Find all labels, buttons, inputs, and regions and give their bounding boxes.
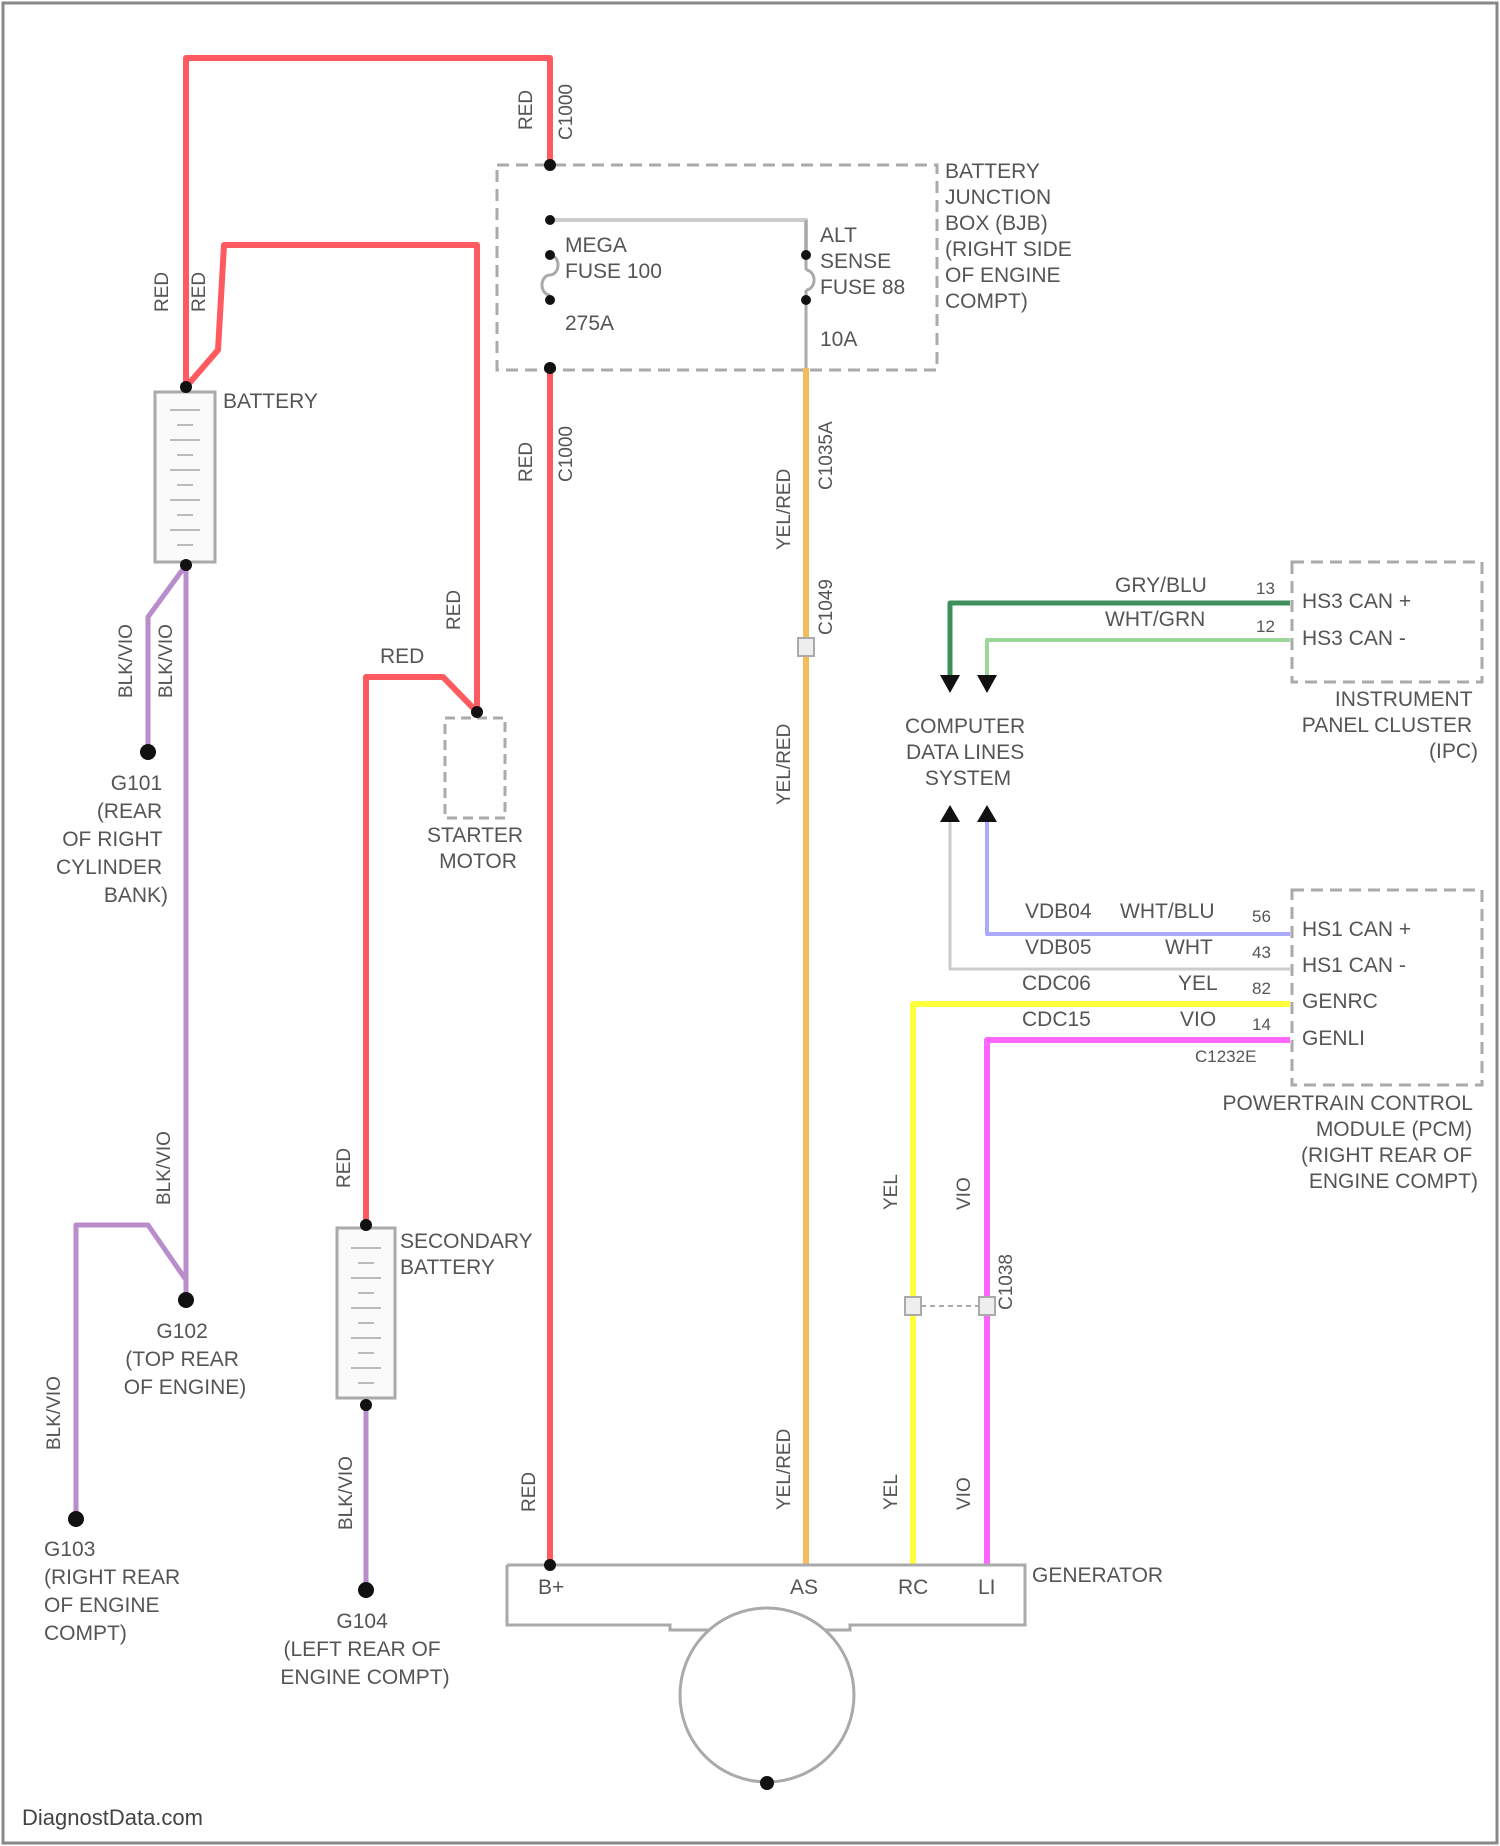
circuit-vdb05: VDB05 xyxy=(1025,936,1092,959)
wire-label-blkvio-2: BLK/VIO xyxy=(156,624,177,698)
wire-label-yel-pcm: YEL xyxy=(1178,972,1218,995)
pcm-pin-56-name: HS1 CAN + xyxy=(1302,918,1411,941)
generator-terminal-li: LI xyxy=(978,1576,996,1599)
alt-sense-fuse-rating: 10A xyxy=(820,328,857,351)
wire-label-blkvio-4: BLK/VIO xyxy=(44,1376,65,1450)
pcm-pin-82-name: GENRC xyxy=(1302,990,1378,1013)
circuit-cdc15: CDC15 xyxy=(1022,1008,1091,1031)
generator-terminal-rc: RC xyxy=(898,1576,928,1599)
secondary-battery-symbol xyxy=(337,1228,395,1398)
wire-label-yel-2: YEL xyxy=(881,1474,902,1510)
generator-terminal-bplus: B+ xyxy=(538,1576,564,1599)
wire-label-yelred-1: YEL/RED xyxy=(774,469,795,550)
pcm-pin-56-num: 56 xyxy=(1252,907,1271,926)
ipc-pin-13-name: HS3 CAN + xyxy=(1302,590,1411,613)
wire-label-wht-blu: WHT/BLU xyxy=(1120,900,1215,923)
ground-g101-dot xyxy=(140,744,156,760)
battery-symbol xyxy=(155,392,215,562)
pcm-pin-43-num: 43 xyxy=(1252,943,1271,962)
pcm-pin-82-num: 82 xyxy=(1252,979,1271,998)
wire-label-red-1: RED xyxy=(152,272,173,312)
generator-label: GENERATOR xyxy=(1032,1564,1163,1587)
pcm-pin-14-num: 14 xyxy=(1252,1015,1271,1034)
wire-label-red-7: RED xyxy=(334,1148,355,1188)
wire-label-blkvio-5: BLK/VIO xyxy=(336,1456,357,1530)
ipc-pin-13-num: 13 xyxy=(1256,579,1275,598)
wire-label-wht: WHT xyxy=(1165,936,1213,959)
battery-label: BATTERY xyxy=(223,390,318,413)
wire-label-blkvio-3: BLK/VIO xyxy=(154,1131,175,1205)
pcm-pin-14-name: GENLI xyxy=(1302,1027,1365,1050)
connector-c1038: C1038 xyxy=(996,1254,1017,1310)
wire-label-vio-1: VIO xyxy=(954,1177,975,1210)
wire-label-red-2: RED xyxy=(189,272,210,312)
wire-label-yel-1: YEL xyxy=(881,1174,902,1210)
wire-label-red-4: RED xyxy=(516,442,537,482)
mega-fuse-rating: 275A xyxy=(565,312,614,335)
circuit-vdb04: VDB04 xyxy=(1025,900,1092,923)
wire-label-red-5: RED xyxy=(444,590,465,630)
wire-label-vio-pcm: VIO xyxy=(1180,1008,1216,1031)
wire-label-wht-grn: WHT/GRN xyxy=(1105,608,1205,631)
wire-label-gry-blu: GRY/BLU xyxy=(1115,574,1207,597)
wire-label-red-3: RED xyxy=(516,90,537,130)
circuit-cdc06: CDC06 xyxy=(1022,972,1091,995)
ground-g104-dot xyxy=(358,1582,374,1598)
connector-c1232e: C1232E xyxy=(1195,1047,1256,1066)
wire-label-vio-2: VIO xyxy=(954,1477,975,1510)
wire-label-red-6: RED xyxy=(380,645,424,668)
wire-label-yelred-2: YEL/RED xyxy=(774,724,795,805)
generator-terminal-as: AS xyxy=(790,1576,818,1599)
ground-g102-dot xyxy=(178,1292,194,1308)
wire-label-red-8: RED xyxy=(519,1472,540,1512)
connector-c1035a: C1035A xyxy=(816,421,837,490)
connector-c1000-bottom: C1000 xyxy=(556,426,577,482)
connector-c1000-top: C1000 xyxy=(556,84,577,140)
connector-c1049: C1049 xyxy=(816,579,837,635)
wire-label-blkvio-1: BLK/VIO xyxy=(116,624,137,698)
ipc-pin-12-num: 12 xyxy=(1256,617,1275,636)
ipc-pin-12-name: HS3 CAN - xyxy=(1302,627,1406,650)
wire-label-yelred-3: YEL/RED xyxy=(774,1429,795,1510)
watermark: DiagnostData.com xyxy=(22,1805,203,1830)
ground-g103-dot xyxy=(68,1511,84,1527)
pcm-pin-43-name: HS1 CAN - xyxy=(1302,954,1406,977)
